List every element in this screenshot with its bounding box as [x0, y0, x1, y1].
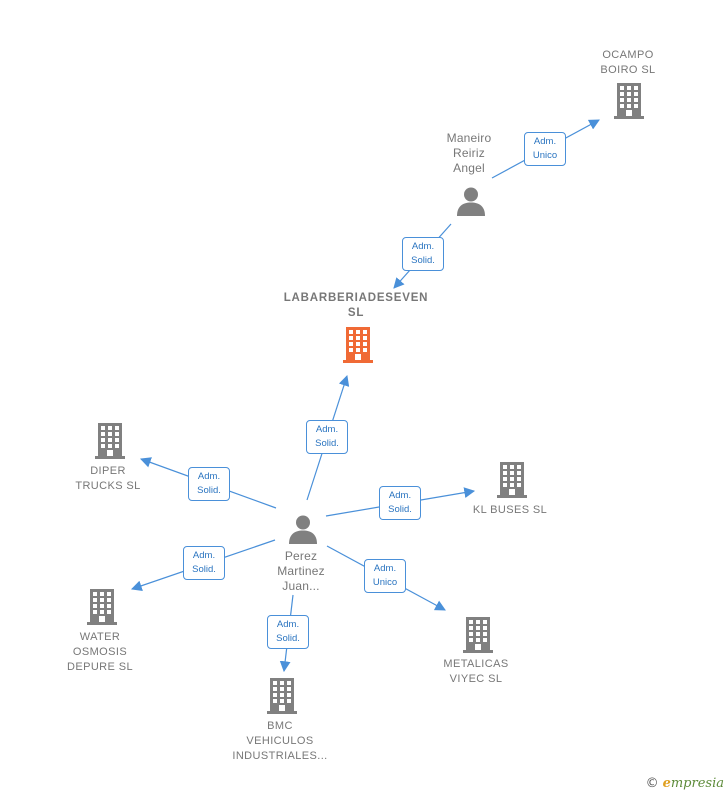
label-line: Perez: [284, 549, 318, 563]
brand-name: mpresia: [670, 776, 724, 791]
empresia-logo[interactable]: ©empresia: [646, 776, 724, 791]
label-line: Angel: [453, 161, 485, 175]
relation-badge-perez-metalicas[interactable]: Adm. Unico: [364, 559, 406, 593]
label-line: VEHICULOS: [246, 735, 314, 747]
relation-text: Adm.: [315, 424, 339, 435]
person-icon-perez[interactable]: [288, 514, 318, 549]
building-icon-main[interactable]: [343, 327, 373, 368]
label-line: KL BUSES SL: [472, 504, 548, 516]
relation-text: Adm.: [533, 136, 557, 147]
label-line: METALICAS: [443, 658, 509, 670]
relation-text: Solid.: [411, 255, 435, 266]
building-icon-bmc[interactable]: [267, 678, 297, 719]
building-icon-water[interactable]: [87, 589, 117, 630]
relation-badge-maneiro-ocampo[interactable]: Adm. Unico: [524, 132, 566, 166]
label-line: Maneiro: [446, 131, 492, 145]
relation-text: Solid.: [276, 633, 300, 644]
relation-badge-perez-main[interactable]: Adm. Solid.: [306, 420, 348, 454]
label-line: Martinez: [277, 564, 325, 578]
building-icon-kl[interactable]: [497, 462, 527, 503]
building-icon-diper[interactable]: [95, 423, 125, 464]
relation-badge-perez-diper[interactable]: Adm. Solid.: [188, 467, 230, 501]
relation-text: Solid.: [192, 564, 216, 575]
company-label-main[interactable]: LABARBERIADESEVEN SL: [284, 291, 429, 321]
relation-text: Adm.: [192, 550, 216, 561]
label-line: LABARBERIADESEVEN: [283, 292, 429, 304]
company-label-ocampo[interactable]: OCAMPO BOIRO SL: [600, 48, 655, 78]
label-line: WATER: [79, 631, 121, 643]
person-icon-maneiro[interactable]: [456, 186, 486, 221]
label-line: TRUCKS SL: [75, 480, 141, 492]
copyright-symbol: ©: [645, 776, 659, 791]
label-line: DEPURE SL: [67, 661, 133, 673]
label-line: OCAMPO: [602, 49, 654, 61]
relation-text: Adm.: [388, 490, 412, 501]
relation-text: Solid.: [197, 485, 221, 496]
label-line: Juan...: [282, 579, 320, 593]
brand-initial: e: [662, 776, 671, 791]
relation-badge-perez-bmc[interactable]: Adm. Solid.: [267, 615, 309, 649]
label-line: DIPER: [90, 465, 126, 477]
company-label-diper[interactable]: DIPER TRUCKS SL: [75, 464, 140, 494]
label-line: SL: [347, 307, 365, 319]
relation-badge-perez-water[interactable]: Adm. Solid.: [183, 546, 225, 580]
label-line: BOIRO SL: [600, 64, 656, 76]
label-line: VIYEC SL: [449, 673, 503, 685]
relation-text: Adm.: [373, 563, 397, 574]
building-icon-ocampo[interactable]: [614, 83, 644, 124]
relation-text: Solid.: [388, 504, 412, 515]
relation-text: Adm.: [197, 471, 221, 482]
relation-badge-maneiro-main[interactable]: Adm. Solid.: [402, 237, 444, 271]
relation-text: Solid.: [315, 438, 339, 449]
label-line: Reiriz: [453, 146, 485, 160]
relation-badge-perez-kl[interactable]: Adm. Solid.: [379, 486, 421, 520]
relation-text: Adm.: [276, 619, 300, 630]
company-label-kl[interactable]: KL BUSES SL: [473, 503, 547, 518]
label-line: OSMOSIS: [72, 646, 128, 658]
relation-text: Adm.: [411, 241, 435, 252]
relation-text: Unico: [532, 150, 558, 161]
company-label-water[interactable]: WATER OSMOSIS DEPURE SL: [67, 630, 133, 675]
building-icon-metalicas[interactable]: [463, 617, 493, 658]
label-line: INDUSTRIALES...: [232, 750, 328, 762]
company-label-metalicas[interactable]: METALICAS VIYEC SL: [443, 657, 508, 687]
company-label-bmc[interactable]: BMC VEHICULOS INDUSTRIALES...: [232, 719, 327, 764]
relation-text: Unico: [372, 577, 398, 588]
label-line: BMC: [267, 720, 293, 732]
